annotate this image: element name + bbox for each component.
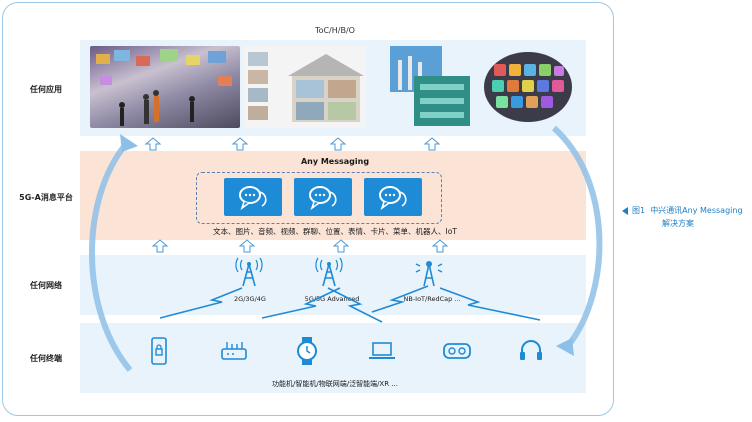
- headphones-icon: [518, 338, 544, 362]
- figure-caption: 图1 中兴通讯Any Messaging 解决方案: [622, 204, 750, 230]
- caption-triangle-icon: [622, 207, 628, 215]
- caption-line2: 解决方案: [662, 219, 694, 228]
- terminal-types-text: 功能机/智能机/物联网端/泛智能端/XR ...: [240, 379, 430, 389]
- smartwatch-icon: [294, 336, 320, 366]
- caption-fig-number: 图1: [632, 206, 645, 215]
- caption-line1: 中兴通讯Any Messaging: [650, 206, 742, 215]
- vr-headset-icon: [442, 341, 472, 361]
- router-icon: [220, 340, 248, 362]
- phone-lock-icon: [150, 337, 168, 365]
- laptop-icon: [368, 341, 396, 361]
